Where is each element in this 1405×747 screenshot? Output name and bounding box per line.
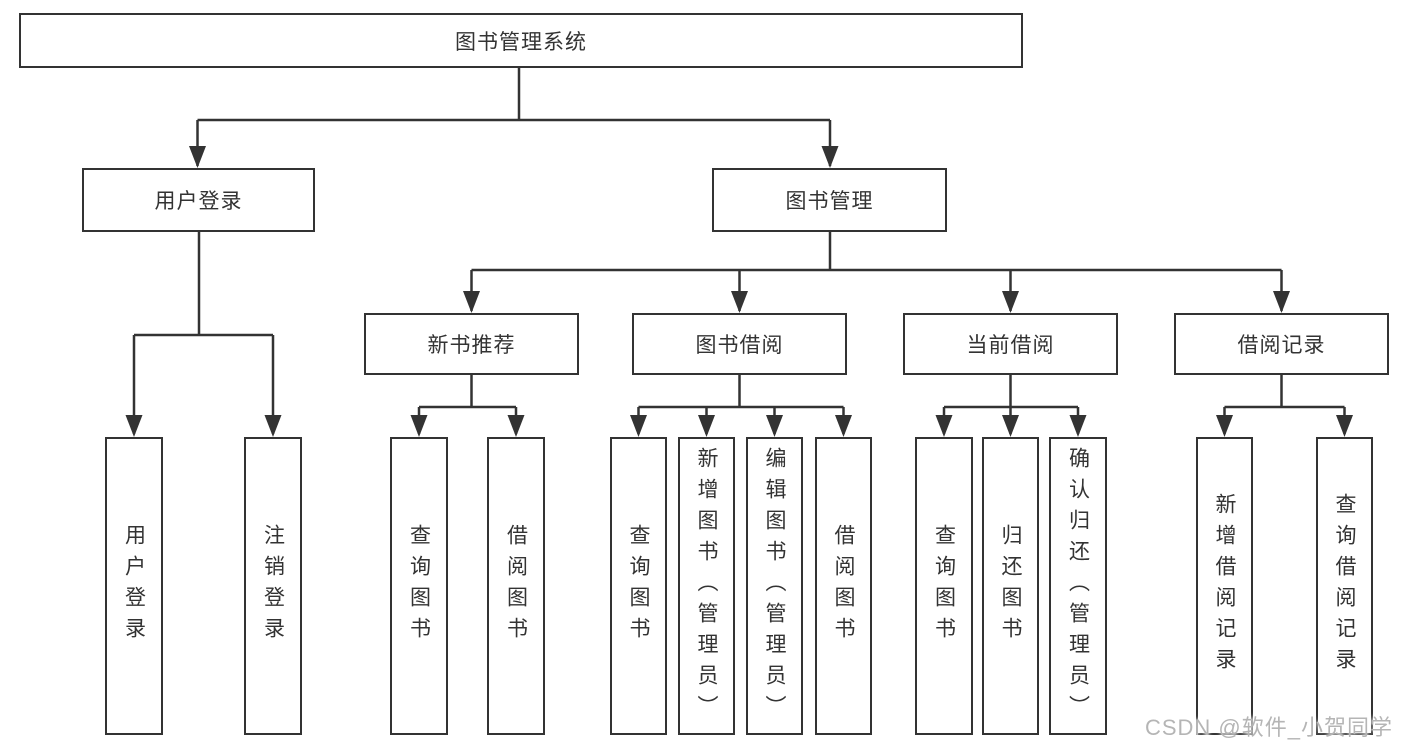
leaf-add-borrow-record: 新增借阅记录: [1196, 437, 1253, 735]
leaf-query-books-newbook-label: 查询图书: [407, 524, 431, 648]
leaf-borrow-books-newbook-label: 借阅图书: [504, 524, 528, 648]
node-book-management: 图书管理: [712, 168, 947, 232]
leaf-borrow-books-borrow: 借阅图书: [815, 437, 872, 735]
leaf-logout: 注销登录: [244, 437, 302, 735]
node-root-label: 图书管理系统: [455, 30, 587, 54]
connector-root-branches: [189, 68, 839, 168]
arrow-down-icon: [630, 415, 647, 437]
arrow-down-icon: [1002, 415, 1019, 437]
connector-line: [196, 68, 832, 166]
arrow-down-icon: [835, 415, 852, 437]
arrow-down-icon: [766, 415, 783, 437]
arrow-down-icon: [1002, 291, 1019, 313]
leaf-logout-label: 注销登录: [261, 524, 285, 648]
arrow-down-icon: [125, 415, 143, 437]
arrow-down-icon: [821, 146, 839, 168]
leaf-return-books: 归还图书: [982, 437, 1039, 735]
node-current-borrow: 当前借阅: [903, 313, 1118, 375]
arrow-down-icon: [1216, 415, 1233, 437]
arrow-down-icon: [264, 415, 282, 437]
node-borrow-records: 借阅记录: [1174, 313, 1389, 375]
connector-book-borrow-branches: [630, 375, 852, 437]
connector-new-book-branches: [410, 375, 525, 437]
leaf-query-borrow-record-label: 查询借阅记录: [1333, 493, 1356, 679]
leaf-add-borrow-record-label: 新增借阅记录: [1213, 493, 1236, 679]
connector-current-borrow-branches: [935, 375, 1087, 437]
arrow-down-icon: [189, 146, 206, 168]
arrow-down-icon: [410, 415, 428, 437]
arrow-down-icon: [731, 291, 748, 313]
connector-book-management-branches: [463, 232, 1290, 313]
leaf-query-books-newbook: 查询图书: [390, 437, 448, 735]
arrow-down-icon: [1336, 415, 1353, 437]
node-user-login-label: 用户登录: [154, 190, 243, 213]
node-root: 图书管理系统: [19, 13, 1023, 68]
arrow-down-icon: [935, 415, 953, 437]
arrow-down-icon: [1069, 415, 1087, 437]
connector-line: [1223, 375, 1346, 434]
leaf-user-login-label: 用户登录: [122, 524, 146, 648]
connector-user-login-branches: [125, 232, 282, 437]
node-user-login: 用户登录: [82, 168, 315, 232]
node-new-book-recommend-label: 新书推荐: [427, 334, 516, 357]
connector-line: [470, 232, 1283, 311]
leaf-query-books-current: 查询图书: [915, 437, 973, 735]
connector-borrow-records-branches: [1216, 375, 1353, 437]
connector-line: [637, 375, 845, 434]
connector-line: [417, 375, 518, 434]
arrow-down-icon: [698, 415, 715, 437]
node-borrow-records-label: 借阅记录: [1237, 334, 1326, 357]
arrow-down-icon: [507, 415, 525, 437]
node-current-borrow-label: 当前借阅: [966, 334, 1055, 357]
leaf-edit-books-admin-label: 编辑图书（管理员）: [763, 446, 786, 726]
leaf-user-login: 用户登录: [105, 437, 163, 735]
watermark: CSDN @软件_小贺同学: [1144, 715, 1393, 740]
arrow-down-icon: [1273, 291, 1290, 313]
leaf-query-books-current-label: 查询图书: [932, 524, 956, 648]
leaf-borrow-books-newbook: 借阅图书: [487, 437, 545, 735]
connector-line: [132, 232, 275, 434]
arrow-down-icon: [463, 291, 480, 313]
leaf-query-books-borrow-label: 查询图书: [627, 524, 650, 648]
leaf-borrow-books-borrow-label: 借阅图书: [832, 524, 855, 648]
node-book-borrow: 图书借阅: [632, 313, 847, 375]
node-book-borrow-label: 图书借阅: [695, 334, 784, 357]
node-new-book-recommend: 新书推荐: [364, 313, 579, 375]
leaf-confirm-return-admin: 确认归还（管理员）: [1049, 437, 1107, 735]
leaf-query-borrow-record: 查询借阅记录: [1316, 437, 1373, 735]
leaf-add-books-admin: 新增图书（管理员）: [678, 437, 735, 735]
node-book-management-label: 图书管理: [785, 190, 874, 213]
leaf-query-books-borrow: 查询图书: [610, 437, 667, 735]
leaf-edit-books-admin: 编辑图书（管理员）: [746, 437, 803, 735]
leaf-add-books-admin-label: 新增图书（管理员）: [695, 446, 718, 726]
leaf-confirm-return-admin-label: 确认归还（管理员）: [1066, 446, 1090, 726]
leaf-return-books-label: 归还图书: [999, 524, 1022, 648]
